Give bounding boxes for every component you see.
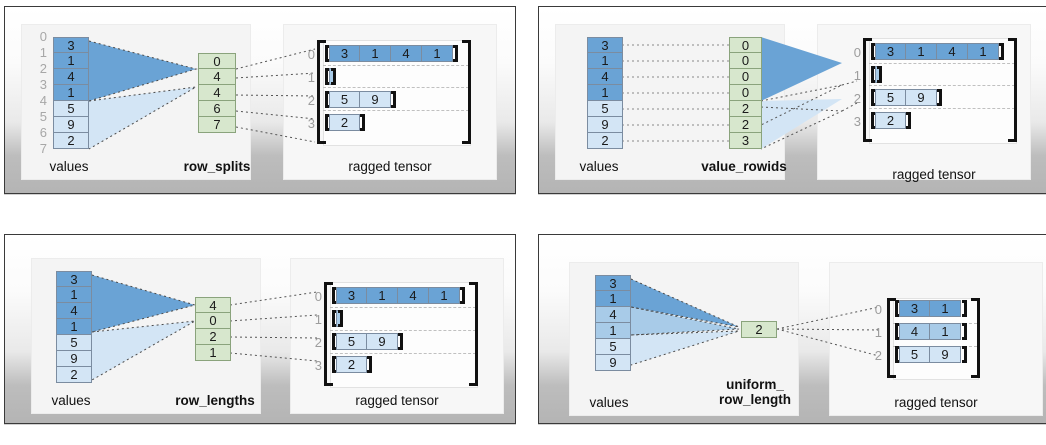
values-cell: 1 — [595, 291, 631, 307]
encoding-column-value-rowids: 0 0 0 0 2 2 3 — [729, 37, 762, 149]
ragged-tensor-label: ragged tensor — [892, 167, 976, 182]
values-cell: 1 — [587, 85, 623, 101]
encoding-cell: 2 — [729, 117, 762, 133]
values-cell: 9 — [587, 117, 623, 133]
values-cell: 4 — [587, 69, 623, 85]
encoding-column-row-splits: 0 4 4 6 7 — [198, 53, 236, 133]
panel-value-rowids: 3 1 4 1 5 9 2 0 0 0 0 2 2 3 — [538, 6, 1046, 194]
panel-uniform-row-length: 3 1 4 1 5 9 2 0 1 2 3 — [538, 234, 1046, 424]
values-label: values — [51, 393, 91, 408]
encoding-label: row_splits — [183, 159, 251, 174]
values-cell: 4 — [595, 307, 631, 323]
values-cell: 1 — [53, 85, 89, 101]
values-cell: 9 — [56, 351, 92, 367]
encoding-cell: 0 — [729, 37, 762, 53]
values-cell: 5 — [56, 335, 92, 351]
values-cell: 3 — [56, 271, 92, 287]
tensor-row: 3 1 4 1 — [875, 43, 999, 60]
encoding-label: value_rowids — [701, 159, 787, 174]
tensor-row: 2 — [875, 112, 906, 129]
values-cell: 1 — [53, 53, 89, 69]
values-cell: 9 — [53, 117, 89, 133]
ragged-tensor-label: ragged tensor — [348, 159, 432, 174]
values-cell: 5 — [53, 101, 89, 117]
tensor-row: 5 9 — [336, 333, 398, 350]
values-column-uniform: 3 1 4 1 5 9 — [595, 275, 631, 371]
ragged-tensor-label: ragged tensor — [894, 395, 978, 410]
tensor-row: 5 9 — [899, 346, 961, 363]
panel-row-splits: 0 1 2 3 4 5 6 7 3 1 4 1 5 9 2 0 — [4, 6, 516, 194]
values-column-value-rowids: 3 1 4 1 5 9 2 — [587, 37, 623, 149]
values-cell: 1 — [587, 53, 623, 69]
encoding-cell: 1 — [195, 345, 231, 361]
encoding-cell: 3 — [729, 133, 762, 149]
encoding-cell: 4 — [198, 69, 236, 85]
encoding-column-row-lengths: 4 0 2 1 — [195, 297, 231, 361]
encoding-label: row_lengths — [175, 393, 255, 408]
tensor-row: 5 9 — [875, 89, 937, 106]
encoding-cell: 2 — [195, 329, 231, 345]
tensor-row: 5 9 — [329, 91, 391, 108]
encoding-cell: 6 — [198, 101, 236, 117]
values-cell: 1 — [56, 287, 92, 303]
tensor-row: 2 — [336, 356, 367, 373]
values-cell: 2 — [56, 367, 92, 383]
values-column-row-lengths: 3 1 4 1 5 9 2 — [56, 271, 92, 383]
encoding-cell: 4 — [198, 85, 236, 101]
ragged-tensor-label: ragged tensor — [355, 393, 439, 408]
encoding-cell: 2 — [741, 321, 777, 338]
values-cell: 1 — [595, 323, 631, 339]
tensor-row: 4 1 — [899, 323, 961, 340]
values-cell: 3 — [587, 37, 623, 53]
values-cell: 3 — [595, 275, 631, 291]
panel-row-lengths: 3 1 4 1 5 9 2 4 0 2 1 0 — [4, 234, 516, 424]
encoding-cell: 0 — [729, 53, 762, 69]
encoding-cell: 0 — [195, 313, 231, 329]
values-label: values — [579, 159, 619, 174]
values-cell: 4 — [56, 303, 92, 319]
tensor-row: 3 1 4 1 — [336, 287, 460, 304]
values-cell: 5 — [587, 101, 623, 117]
tensor-row: 2 — [329, 114, 360, 131]
encoding-cell: 0 — [729, 69, 762, 85]
values-column-row-splits: 3 1 4 1 5 9 2 — [53, 37, 89, 149]
tensor-row: 3 1 — [899, 300, 961, 317]
values-cell: 4 — [53, 69, 89, 85]
values-cell: 2 — [587, 133, 623, 149]
encoding-cell: 2 — [729, 101, 762, 117]
values-label: values — [49, 159, 89, 174]
encoding-cell: 4 — [195, 297, 231, 313]
values-cell: 1 — [56, 319, 92, 335]
values-cell: 5 — [595, 339, 631, 355]
values-cell: 3 — [53, 37, 89, 53]
encoding-cell: 0 — [729, 85, 762, 101]
values-cell: 9 — [595, 355, 631, 371]
encoding-column-uniform: 2 — [741, 321, 777, 338]
encoding-label: uniform_ row_length — [718, 377, 791, 408]
values-cell: 2 — [53, 133, 89, 149]
tensor-row: 3 1 4 1 — [329, 45, 453, 62]
encoding-cell: 7 — [198, 117, 236, 133]
values-label: values — [589, 395, 629, 410]
encoding-cell: 0 — [198, 53, 236, 69]
